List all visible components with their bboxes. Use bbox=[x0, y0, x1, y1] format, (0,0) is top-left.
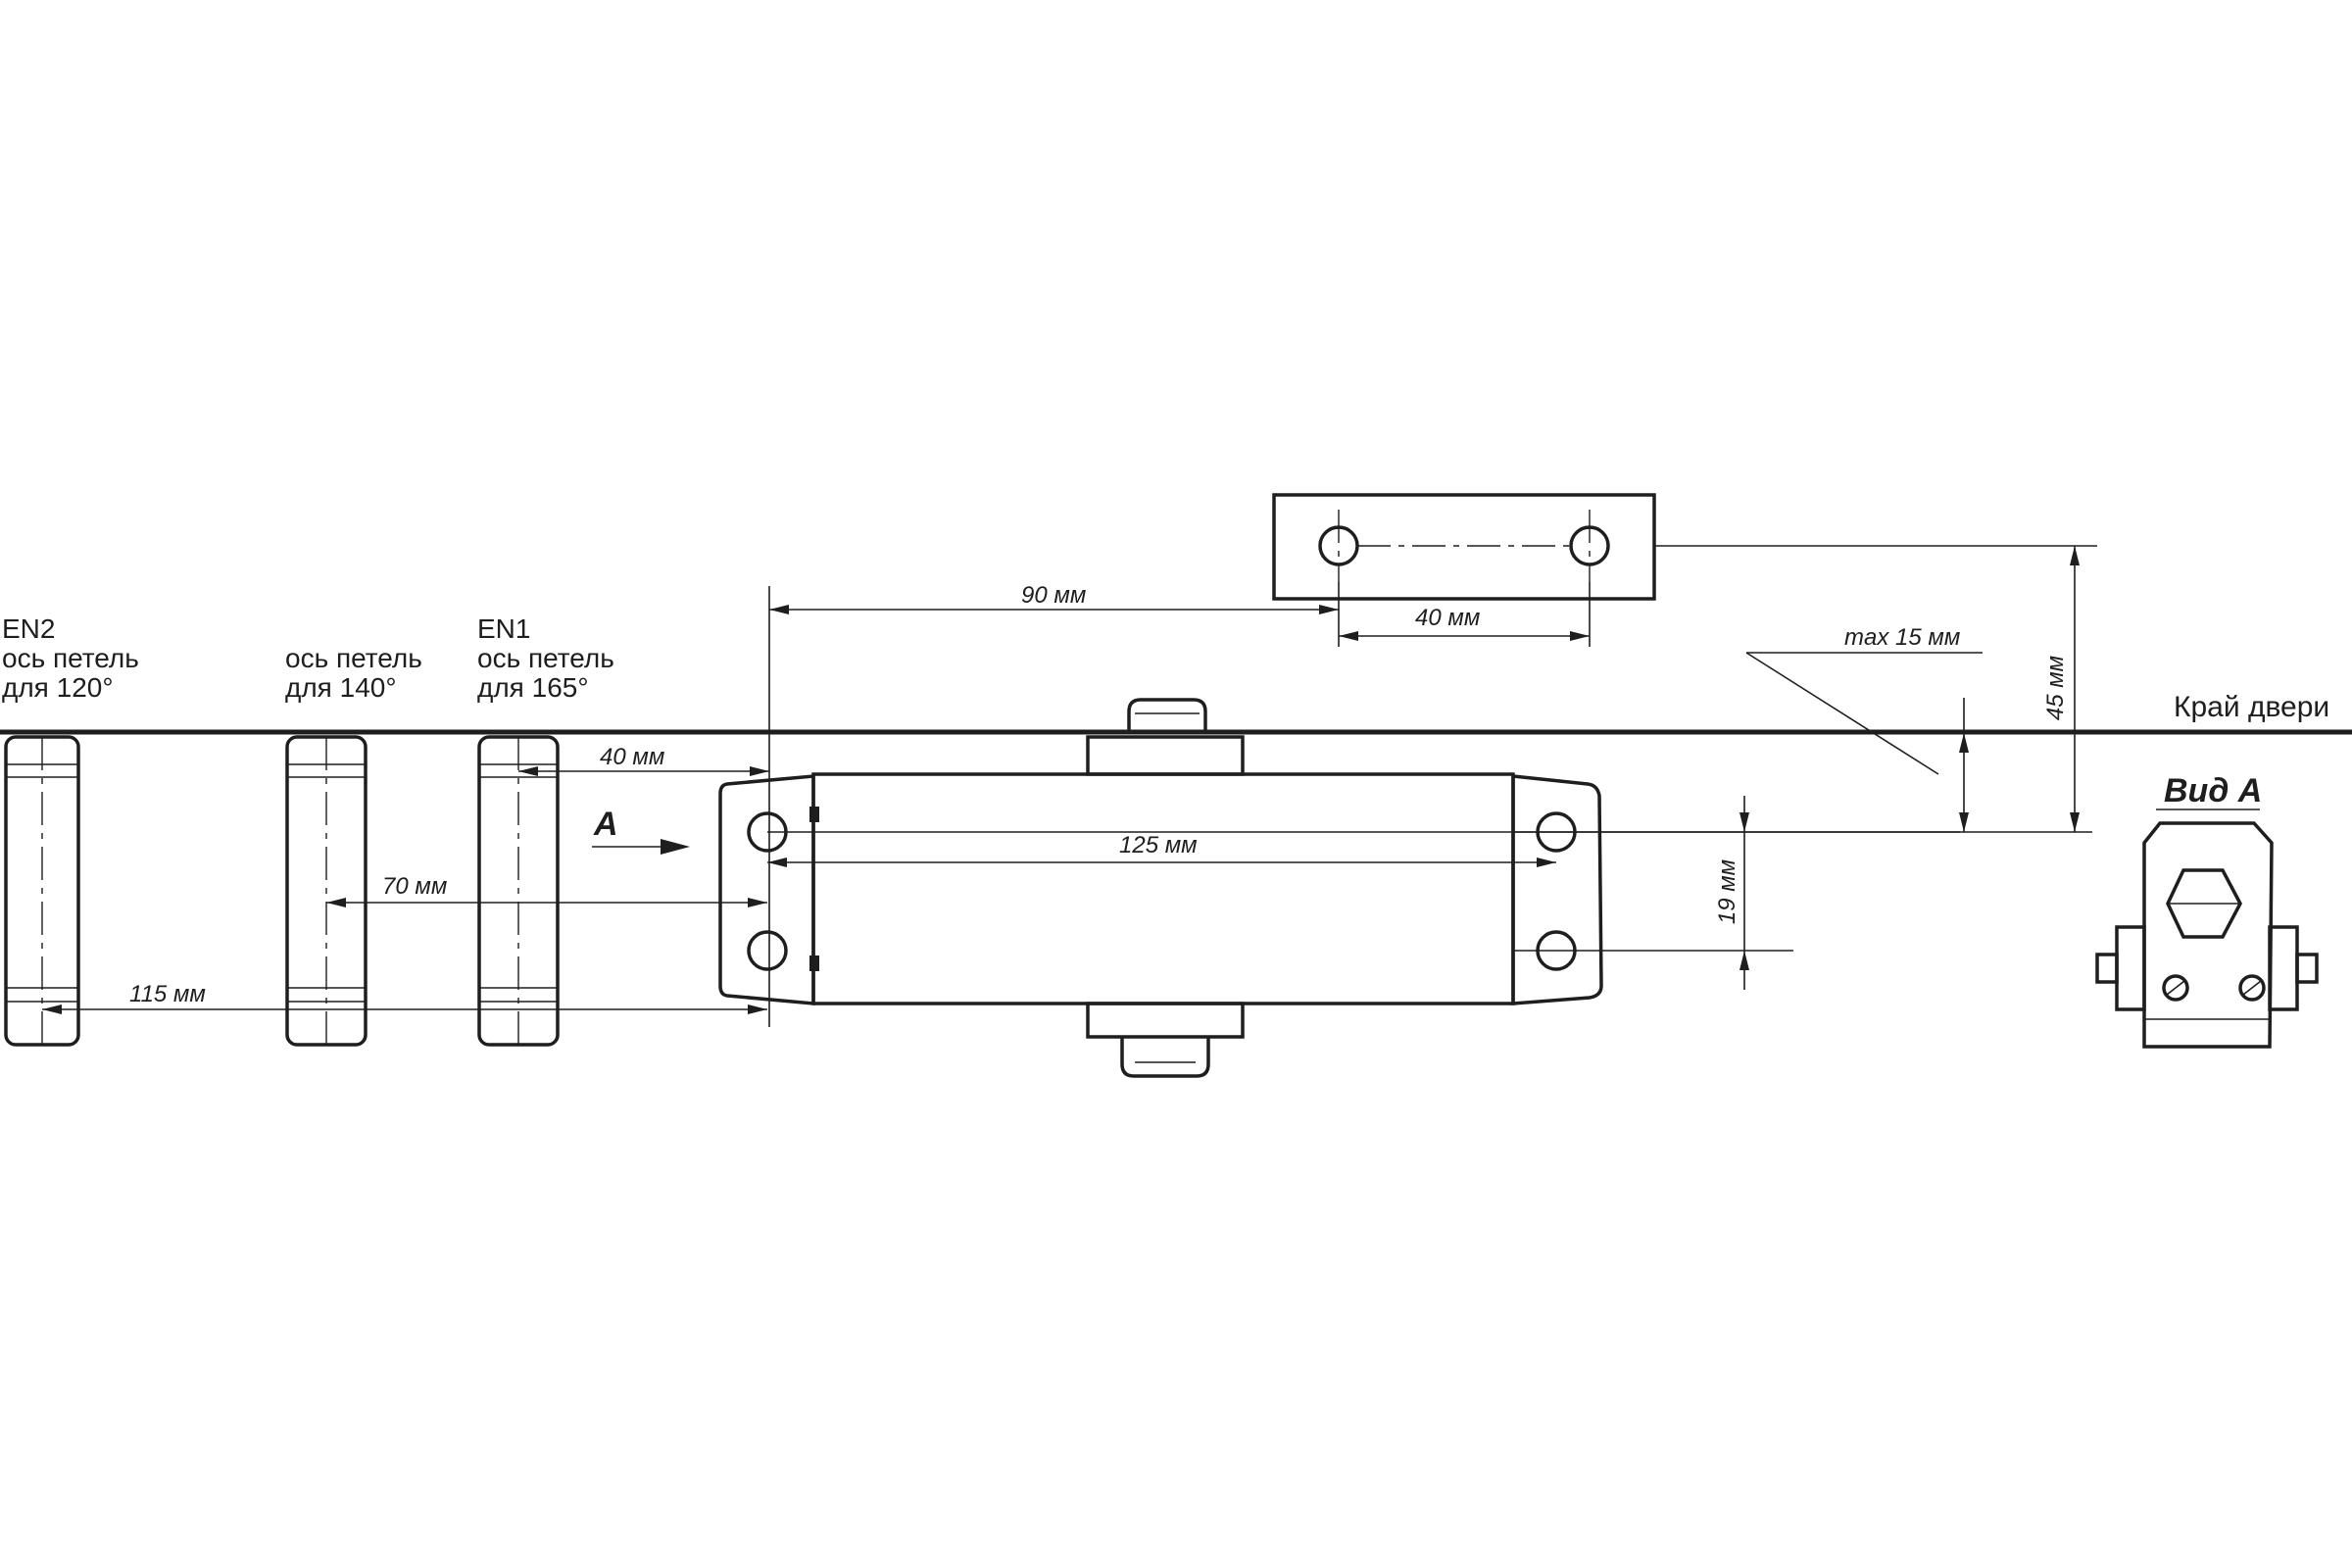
dim-hinge-to-body: 40 мм bbox=[600, 744, 664, 770]
dim-hole-spacing: 19 мм bbox=[1714, 859, 1740, 924]
en1-axis-label: ось петель bbox=[477, 643, 614, 673]
dim-bracket-height: 45 мм bbox=[2042, 656, 2069, 720]
dim-bracket-holes: 40 мм bbox=[1415, 605, 1480, 631]
en2-angle-label: для 120° bbox=[2, 672, 114, 703]
dim-en1-offset: 70 мм bbox=[382, 873, 447, 900]
en1-model-label: EN1 bbox=[477, 613, 530, 644]
view-arrow-label: А bbox=[593, 806, 618, 843]
hinge-en2 bbox=[4, 735, 80, 1047]
hinge-en1 bbox=[477, 735, 560, 1047]
hinge-140 bbox=[285, 735, 368, 1047]
en2-model-label: EN2 bbox=[2, 613, 55, 644]
p140-angle-label: для 140° bbox=[285, 672, 397, 703]
bracket bbox=[1272, 493, 1656, 601]
door-edge-label: Край двери bbox=[2174, 691, 2329, 723]
p140-axis-label: ось петель bbox=[285, 643, 422, 673]
dim-bracket-offset: 90 мм bbox=[1021, 582, 1086, 609]
dim-max-gap: max 15 мм bbox=[1844, 624, 1960, 651]
en2-axis-label: ось петель bbox=[2, 643, 139, 673]
dim-en2-offset: 115 мм bbox=[129, 981, 206, 1007]
en1-angle-label: для 165° bbox=[477, 672, 589, 703]
view-a-side-profile bbox=[2095, 821, 2319, 1049]
dim-body-holes: 125 мм bbox=[1119, 832, 1198, 858]
closer-body bbox=[718, 698, 1603, 1078]
view-a-label: Вид А bbox=[2164, 772, 2262, 809]
body-hole-bottom-left bbox=[747, 930, 788, 971]
